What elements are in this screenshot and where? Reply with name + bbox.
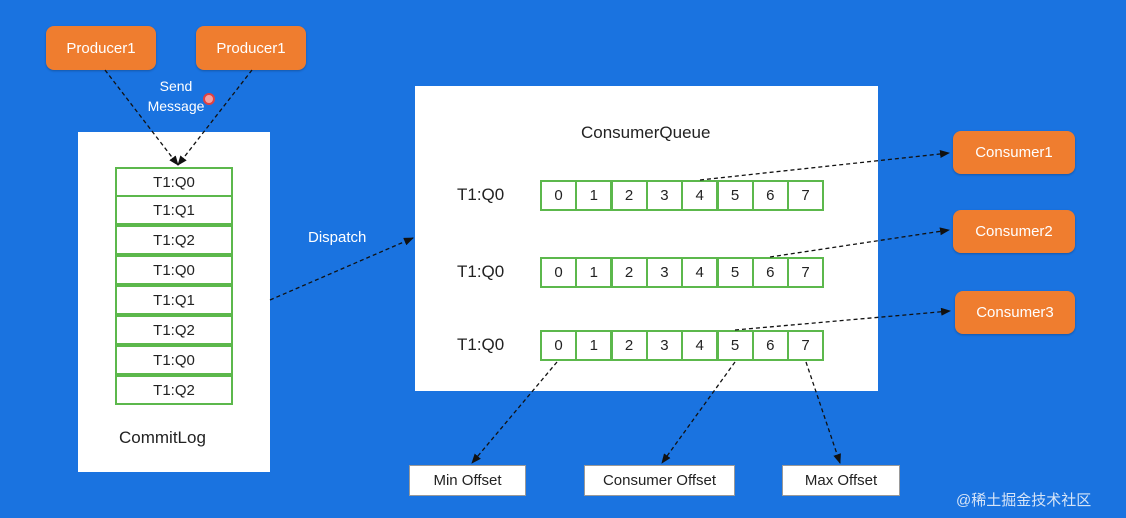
consumer-box-2: Consumer2 (953, 210, 1075, 253)
queue-cell: 6 (751, 330, 789, 361)
queue-cell: 0 (540, 180, 577, 211)
producer-box-2: Producer1 (196, 26, 306, 70)
queue-cell: 3 (645, 330, 683, 361)
commitlog-entry: T1:Q1 (115, 285, 233, 315)
commitlog-entry: T1:Q2 (115, 315, 233, 345)
queue-cell: 5 (716, 180, 754, 211)
queue-cell: 7 (787, 257, 825, 288)
queue-cell: 0 (540, 330, 577, 361)
queue-cell: 6 (751, 180, 789, 211)
queue-cell: 4 (681, 330, 719, 361)
consumer-box-1: Consumer1 (953, 131, 1075, 174)
queue-cell: 1 (575, 180, 613, 211)
cursor-marker (203, 93, 215, 105)
commitlog-entry: T1:Q2 (115, 375, 233, 405)
commitlog-entry: T1:Q1 (115, 195, 233, 225)
queue-cell: 0 (540, 257, 577, 288)
commitlog-entry: T1:Q0 (115, 255, 233, 285)
queue-row-label: T1:Q0 (457, 185, 505, 204)
commitlog-entry: T1:Q0 (115, 167, 233, 197)
queue-cell: 7 (787, 330, 825, 361)
queue-cell: 4 (681, 180, 719, 211)
queue-cell: 3 (645, 257, 683, 288)
consumer-offset-box: Consumer Offset (584, 465, 735, 496)
queue-cell: 2 (610, 180, 648, 211)
consumer-box-3: Consumer3 (955, 291, 1075, 334)
queue-cell: 6 (751, 257, 789, 288)
queue-cell: 3 (645, 180, 683, 211)
queue-cell: 1 (575, 257, 613, 288)
queue-cell: 2 (610, 257, 648, 288)
min-offset-box: Min Offset (409, 465, 526, 496)
queue-cell: 4 (681, 257, 719, 288)
queue-cell: 2 (610, 330, 648, 361)
commitlog-entry: T1:Q2 (115, 225, 233, 255)
queue-row-label: T1:Q0 (457, 335, 505, 354)
queue-cell: 7 (787, 180, 825, 211)
max-offset-box: Max Offset (782, 465, 900, 496)
send-message-label: Send Message (147, 78, 205, 114)
watermark: @稀土掘金技术社区 (956, 492, 1092, 509)
queue-cell: 1 (575, 330, 613, 361)
queue-cell: 5 (716, 330, 754, 361)
queue-cell: 5 (716, 257, 754, 288)
commitlog-title: CommitLog (119, 428, 206, 447)
consumerqueue-title: ConsumerQueue (581, 123, 711, 142)
commitlog-entry: T1:Q0 (115, 345, 233, 375)
producer-box-1: Producer1 (46, 26, 156, 70)
queue-row-label: T1:Q0 (457, 262, 505, 281)
dispatch-label: Dispatch (308, 229, 367, 246)
